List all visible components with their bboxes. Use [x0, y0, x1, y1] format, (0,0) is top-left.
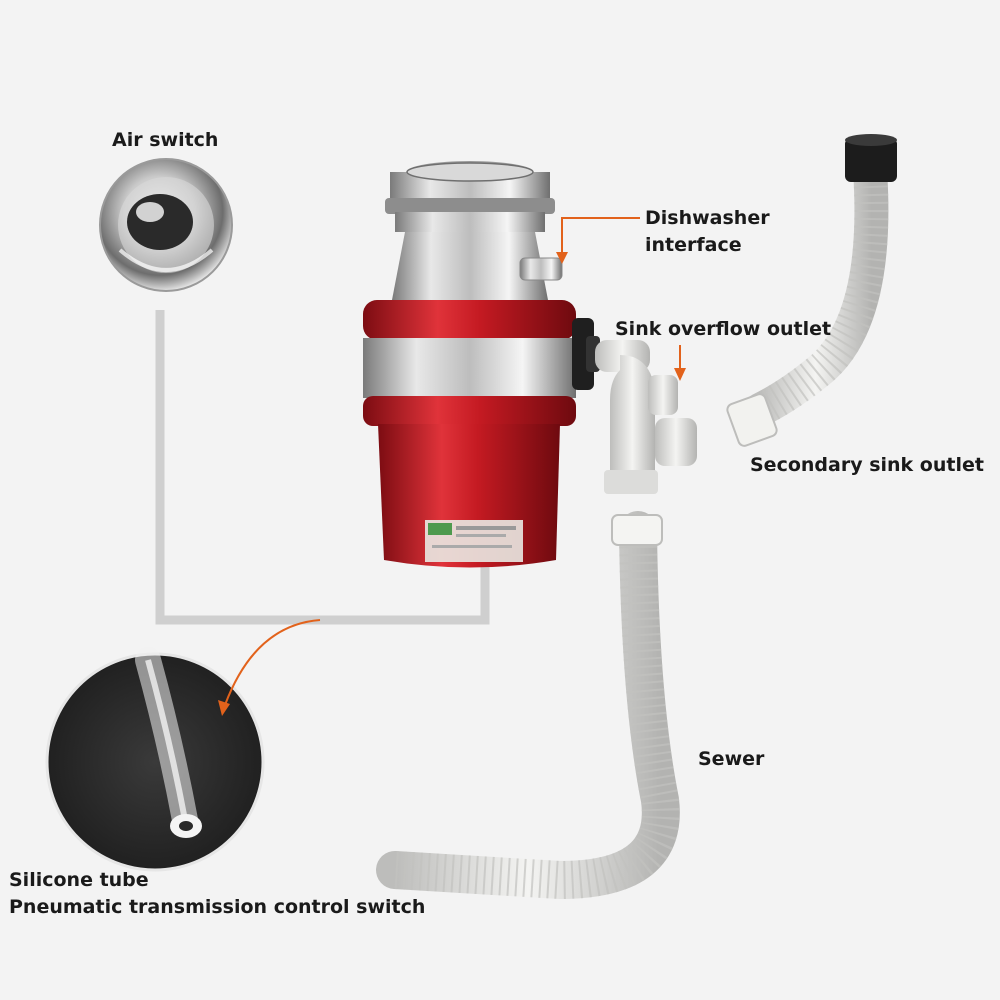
dishwasher-label-line1: Dishwasher	[645, 207, 770, 229]
air-switch-button-icon	[99, 158, 233, 292]
dishwasher-label-line2: interface	[645, 234, 742, 256]
pneumatic-switch-label: Pneumatic transmission control switch	[9, 896, 426, 918]
garbage-disposer	[363, 161, 600, 568]
overflow-arrow	[674, 345, 686, 381]
dishwasher-arrow	[556, 217, 640, 264]
silicone-tube-arrow	[218, 619, 321, 716]
secondary-sink-hose	[726, 134, 897, 447]
air-switch-label: Air switch	[112, 129, 219, 151]
secondary-sink-label: Secondary sink outlet	[750, 454, 984, 476]
sewer-hose	[376, 511, 680, 900]
silicone-tube-label: Silicone tube	[9, 869, 149, 891]
dishwasher-interface-label: Dishwasher interface	[645, 205, 770, 259]
silicone-tube-route	[155, 310, 490, 625]
sink-overflow-label: Sink overflow outlet	[615, 318, 832, 340]
silicone-tube-closeup-icon	[45, 647, 265, 872]
overflow-elbow-fitting	[595, 340, 697, 494]
sewer-label: Sewer	[698, 748, 765, 770]
